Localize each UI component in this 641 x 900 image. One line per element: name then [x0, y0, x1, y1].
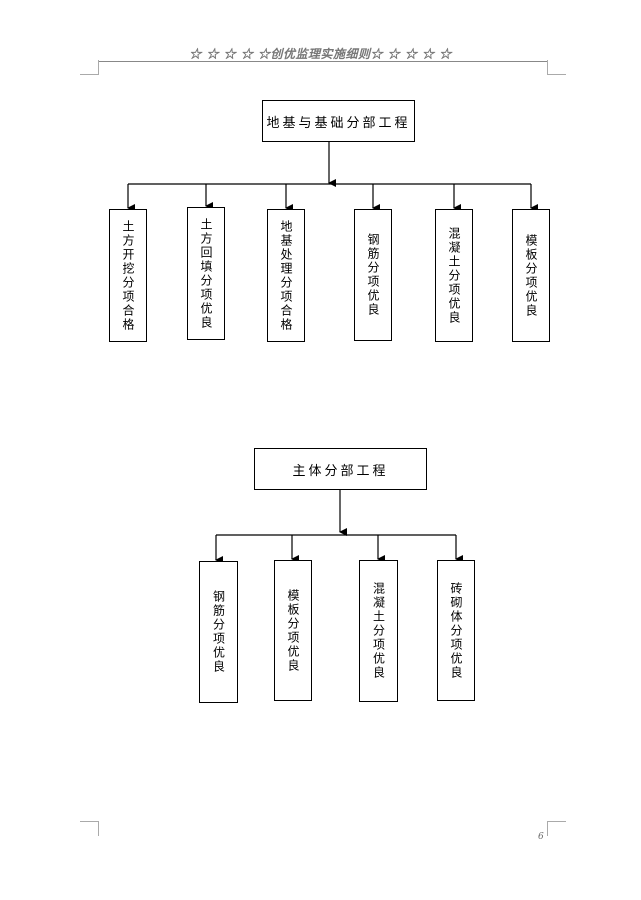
d2-child-box-1: 钢筋分项优良: [199, 561, 238, 703]
header-title: ☆ ☆ ☆ ☆ ☆创优监理实施细则☆ ☆ ☆ ☆ ☆: [189, 47, 452, 61]
d1-child-box-6: 模板分项优良: [512, 209, 550, 342]
d1-child-label-6: 模板分项优良: [524, 233, 538, 318]
d1-child-label-5: 混凝土分项优良: [447, 226, 461, 325]
d1-child-box-1: 土方开挖分项合格: [109, 209, 147, 342]
d1-child-box-4: 钢筋分项优良: [354, 209, 392, 341]
d2-child-label-4: 砖砌体分项优良: [449, 581, 463, 680]
d1-child-box-5: 混凝土分项优良: [435, 209, 473, 342]
d1-child-box-2: 土方回填分项优良: [187, 207, 225, 340]
d2-child-label-2: 模板分项优良: [286, 588, 300, 673]
d2-child-label-3: 混凝土分项优良: [371, 582, 386, 680]
d2-child-box-4: 砖砌体分项优良: [437, 560, 475, 701]
d1-child-label-1: 土方开挖分项合格: [121, 219, 135, 332]
d1-child-label-4: 钢筋分项优良: [366, 233, 380, 317]
d1-child-label-3: 地基处理分项合格: [279, 219, 293, 332]
d1-root-label: 地基与基础分部工程: [266, 115, 411, 131]
page-number: 6: [538, 832, 544, 842]
d2-child-label-1: 钢筋分项优良: [211, 590, 226, 674]
header-rule: [99, 61, 547, 62]
d1-child-label-2: 土方回填分项优良: [199, 217, 213, 330]
corner-mark-bottom-right: [547, 821, 566, 836]
d1-child-box-3: 地基处理分项合格: [267, 209, 305, 342]
corner-mark-top-right: [547, 60, 566, 75]
d2-child-box-3: 混凝土分项优良: [359, 560, 398, 702]
d2-root-box: 主体分部工程: [254, 448, 427, 490]
d1-root-box: 地基与基础分部工程: [262, 100, 415, 142]
d2-child-box-2: 模板分项优良: [274, 560, 312, 701]
corner-mark-top-left: [80, 60, 99, 75]
corner-mark-bottom-left: [80, 821, 99, 836]
d2-root-label: 主体分部工程: [292, 463, 389, 479]
